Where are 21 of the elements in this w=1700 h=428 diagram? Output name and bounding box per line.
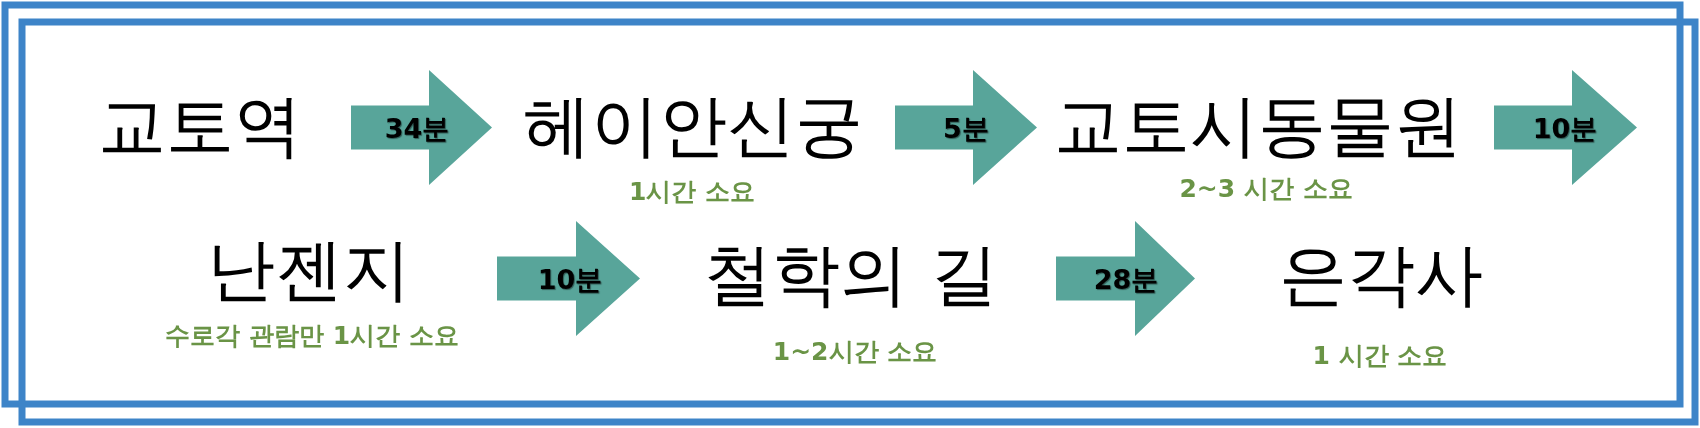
block-arrow: [1056, 221, 1195, 336]
edge-label: 5분: [943, 113, 989, 144]
duration-note: 1~2시간 소요: [772, 337, 938, 367]
place-name: 교토시동물원: [1054, 86, 1462, 166]
edge-label: 28분: [1093, 264, 1159, 295]
duration-note: 수로각 관람만 1시간 소요: [165, 321, 459, 351]
place-name: 은각사: [1279, 235, 1483, 315]
duration-note: 1시간 소요: [628, 177, 756, 207]
edge-label: 10분: [537, 264, 603, 295]
edge-label: 34분: [384, 113, 450, 144]
place-name: 철학의 길: [704, 235, 998, 315]
place-name: 교토역: [98, 86, 302, 166]
block-arrow: [351, 70, 492, 185]
duration-note: 2~3 시간 소요: [1179, 174, 1353, 204]
block-arrow: [895, 70, 1037, 185]
place-name: 헤이안신궁: [523, 86, 863, 166]
duration-note: 1 시간 소요: [1312, 341, 1448, 371]
place-name: 난젠지: [207, 230, 411, 310]
block-arrow: [497, 221, 640, 336]
block-arrow: [1494, 70, 1637, 185]
edge-label: 10분: [1532, 113, 1598, 144]
